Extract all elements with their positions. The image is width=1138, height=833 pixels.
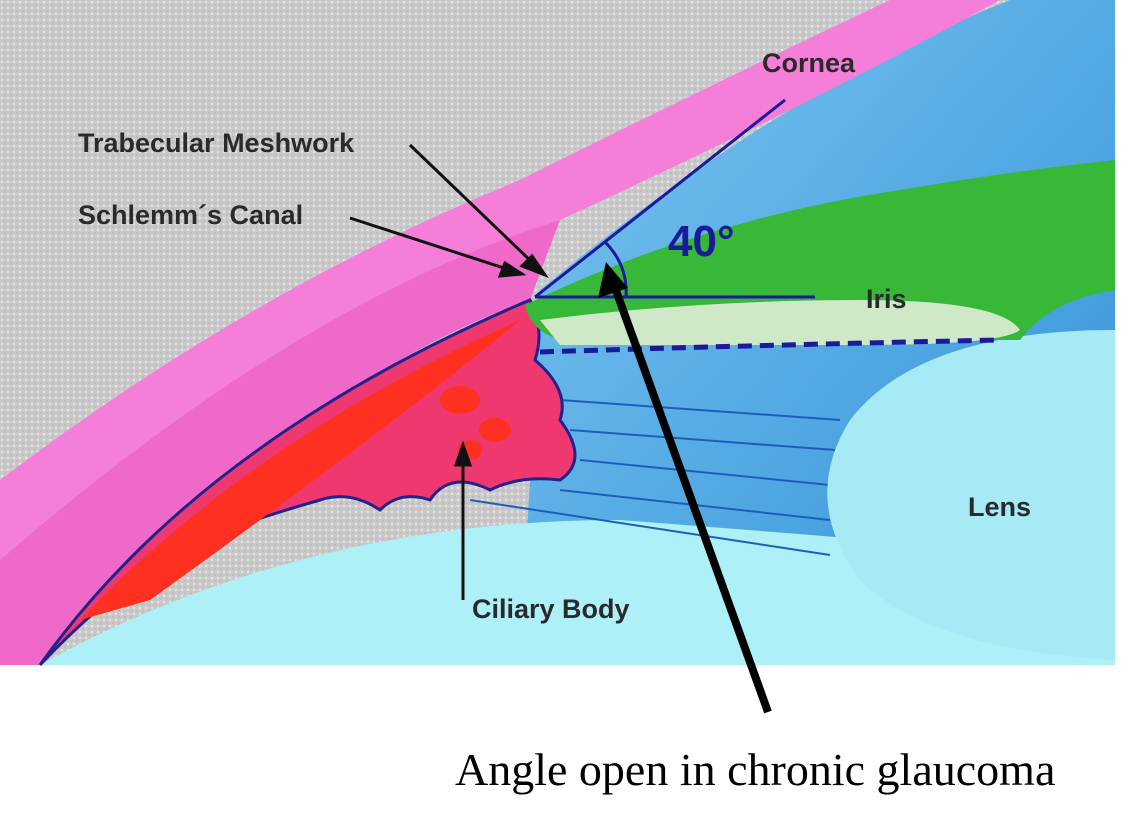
iris [525,160,1115,340]
label-cornea: Cornea [762,48,856,78]
angle-arrow [598,262,772,714]
lens [827,330,1115,660]
caption: Angle open in chronic glaucoma [455,744,1055,795]
angle-lines [534,98,815,299]
label-schlemms-canal: Schlemm´s Canal [78,200,303,230]
label-lens: Lens [968,492,1031,522]
pointer-arrows [349,143,549,600]
label-trabecular-meshwork: Trabecular Meshwork [78,128,355,158]
label-angle: 40° [668,217,735,266]
iris-pigment-layer [540,300,1020,345]
label-iris: Iris [866,284,907,314]
label-ciliary-body: Ciliary Body [472,594,630,624]
ciliary-muscle [80,320,520,620]
